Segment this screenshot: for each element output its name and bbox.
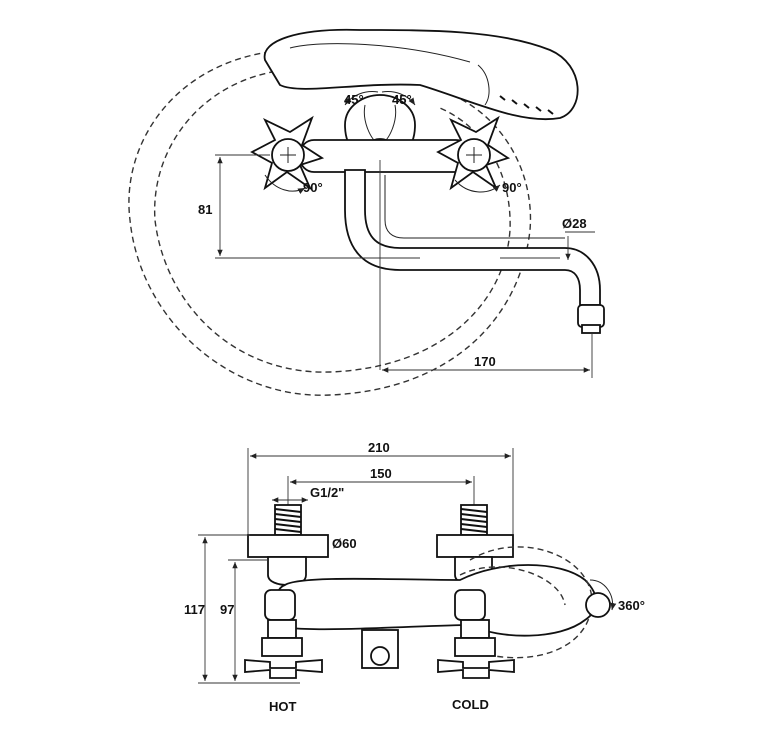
spout (344, 169, 605, 334)
center-distance-label: 150 (370, 466, 392, 481)
swivel-ring (585, 592, 611, 618)
angle-right-label: 45° (392, 92, 412, 107)
hot-flange (247, 534, 329, 558)
flange-diameter-label: Ø60 (332, 536, 357, 551)
rotation-right-label: 90° (502, 180, 522, 195)
angle-left-label: 45° (344, 92, 364, 107)
hot-valve-lower (244, 619, 323, 679)
overall-width-label: 210 (368, 440, 390, 455)
cold-inlet-thread (460, 504, 488, 536)
angle-arc-left (344, 91, 379, 106)
swivel-arc-inner (459, 566, 566, 606)
total-height-label: 117 (184, 602, 205, 617)
swivel-label: 360° (618, 598, 645, 613)
cold-valve-lower (437, 619, 515, 679)
hot-handle-top (250, 115, 325, 191)
rotation-left-label: 90° (303, 180, 323, 195)
rotation-arc-left (264, 174, 306, 194)
angle-arc-right (381, 91, 416, 106)
hot-label: HOT (269, 699, 297, 714)
rotation-arc-right (454, 179, 501, 193)
front-view: 210 150 G1/2" Ø60 (184, 440, 645, 714)
cold-handle-top (436, 115, 511, 191)
hand-shower (263, 28, 579, 121)
hose-outline-inner (154, 69, 511, 373)
center-height-label: 97 (220, 602, 234, 617)
cold-flange (436, 534, 514, 558)
spout-length-label: 170 (474, 354, 496, 369)
mixer-body-front (264, 564, 598, 637)
cold-label: COLD (452, 697, 489, 712)
top-view: 45° 45° 90° 90° (128, 28, 605, 396)
height-dim-label: 81 (198, 202, 212, 217)
spout-diameter-label: Ø28 (562, 216, 587, 231)
shower-nozzles (499, 95, 554, 115)
thread-label: G1/2" (310, 485, 344, 500)
hot-inlet-thread (274, 504, 302, 536)
